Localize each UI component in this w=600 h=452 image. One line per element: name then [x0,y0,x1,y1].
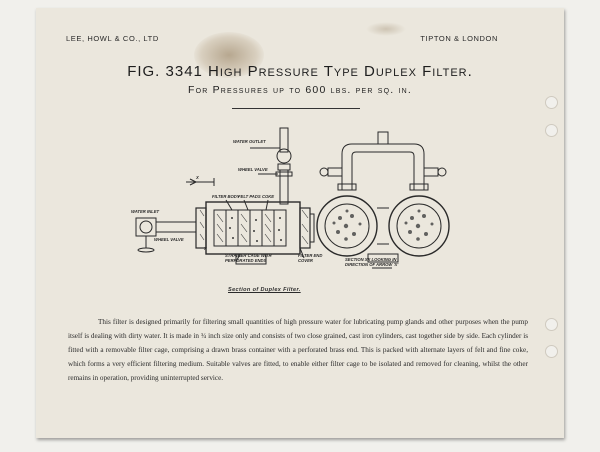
punch-hole [545,124,558,137]
label-wheel-valve-top: WHEEL VALVE [238,167,268,172]
label-section-xx: SECTION XX LOOKING IN DIRECTION OF ARROW… [345,257,399,267]
stain-mark-small [366,22,406,36]
label-water-inlet: WATER INLET [131,209,160,214]
title-rule [232,108,360,109]
page-subtitle: For Pressures up to 600 lbs. per sq. in. [187,84,413,96]
punch-hole [545,318,558,331]
company-name: LEE, HOWL & CO., LTD [66,34,159,43]
punch-hole [545,96,558,109]
page-title: FIG. 3341 High Pressure Type Duplex Filt… [127,63,473,80]
label-coke: COKE [262,194,275,199]
stain-mark [194,32,264,78]
label-water-outlet: WATER OUTLET [233,139,266,144]
label-x-mark-lower: X [204,246,207,251]
punch-hole [545,345,558,358]
label-strainer-cage: STRAINER CAGE WITH PERFORATED ENDS [225,253,272,263]
duplex-filter-drawing [135,127,450,269]
label-wheel-valve-left: WHEEL VALVE [154,237,184,242]
label-x-mark: X [196,175,199,180]
diagram-caption: Section of Duplex Filter. [228,287,301,293]
label-filter-body: FILTER BODY [212,194,240,199]
company-location: TIPTON & LONDON [420,34,498,43]
description-paragraph: This filter is designed primarily for fi… [68,318,528,383]
label-filter-end-cover: FILTER END COVER [298,253,323,263]
label-felt-pads: FELT PADS [238,194,261,199]
